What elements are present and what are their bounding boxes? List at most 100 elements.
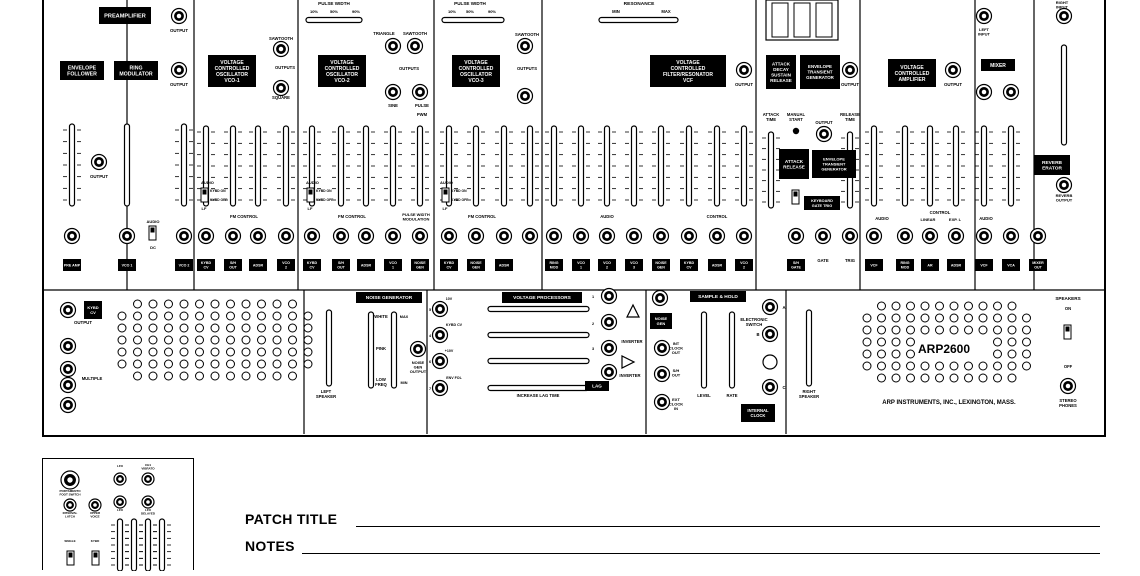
vco2-saw-jack[interactable] — [406, 37, 424, 55]
ring-mod-output-jack-hole[interactable] — [176, 67, 182, 73]
mixer-slider-2[interactable] — [1002, 125, 1020, 207]
vca-output-jack[interactable] — [944, 61, 962, 79]
left-input-jack[interactable] — [975, 7, 993, 25]
lfo-jack-4[interactable] — [141, 495, 155, 509]
vco3-input-jack-2-hole[interactable] — [473, 233, 479, 239]
interval-latch-jack-hole[interactable] — [68, 503, 72, 507]
resonance-slider-track[interactable] — [598, 16, 679, 24]
vco1-slider-4[interactable] — [277, 125, 295, 207]
vca-slider-2[interactable] — [896, 125, 914, 207]
vcf-input-jack-8[interactable] — [735, 227, 753, 245]
right-input-jack[interactable] — [1055, 7, 1073, 25]
vcf-slider-5[interactable] — [652, 125, 670, 207]
multiple-jack-4-hole[interactable] — [65, 402, 71, 408]
vco2-input-jack-3-hole[interactable] — [363, 233, 369, 239]
vco1-input-jack-1[interactable] — [197, 227, 215, 245]
multiple-jack-3-hole[interactable] — [65, 382, 71, 388]
vp-input-jack-2-hole[interactable] — [437, 332, 443, 338]
vcf-input-jack-1-hole[interactable] — [551, 233, 557, 239]
vp-output-jack-3[interactable] — [600, 339, 618, 357]
ring-mod-gain-slider-track[interactable] — [180, 123, 188, 207]
vcf-slider-8-track[interactable] — [740, 125, 748, 207]
kybd-switch-body[interactable] — [91, 550, 100, 566]
vca-input-jack-4-hole[interactable] — [953, 233, 959, 239]
vco3-slider-4-track[interactable] — [526, 125, 534, 207]
lfo-jack-3-hole[interactable] — [118, 500, 122, 504]
pw1-slider-track[interactable] — [305, 16, 363, 24]
vco1-slider-1[interactable] — [197, 125, 215, 207]
gate-jack-hole[interactable] — [820, 233, 826, 239]
vp-output-jack-3-hole[interactable] — [606, 345, 612, 351]
mixer-input-jack-1[interactable] — [975, 227, 993, 245]
vcf-slider-4[interactable] — [625, 125, 643, 207]
vco2-input-jack-5[interactable] — [411, 227, 429, 245]
switch-a-jack[interactable] — [761, 298, 779, 316]
vco1-slider-3[interactable] — [249, 125, 267, 207]
vp-output-jack-2[interactable] — [600, 313, 618, 331]
vco1-input-jack-2-hole[interactable] — [230, 233, 236, 239]
vcf-slider-2-track[interactable] — [577, 125, 585, 207]
noise-color-slider-track[interactable] — [367, 311, 375, 389]
int-clock-out-jack[interactable] — [653, 339, 671, 357]
sh-input-jack[interactable] — [651, 289, 669, 307]
vp-slider-2-track[interactable] — [487, 331, 590, 339]
vcf-output-jack-hole[interactable] — [741, 67, 747, 73]
vco3-input-jack-4[interactable] — [521, 227, 539, 245]
vco2-slider-1[interactable] — [303, 125, 321, 207]
vco2-saw-jack-hole[interactable] — [412, 43, 418, 49]
kb-slider-2-track[interactable] — [130, 518, 138, 572]
vp-slider-2[interactable] — [487, 331, 590, 339]
preamp-output-jack[interactable] — [170, 7, 188, 25]
vca-slider-3[interactable] — [921, 125, 939, 207]
vcf-input-jack-1[interactable] — [545, 227, 563, 245]
vco2-ring-jack[interactable] — [175, 227, 193, 245]
resonance-slider[interactable] — [598, 16, 679, 24]
env-follower-output-jack[interactable] — [90, 153, 108, 171]
patch-title-field[interactable] — [356, 526, 1100, 527]
noise-level-slider[interactable] — [390, 311, 398, 389]
portamento-jack-hole[interactable] — [67, 477, 73, 483]
vp-output-jack-1-hole[interactable] — [606, 293, 612, 299]
vca-slider-4[interactable] — [947, 125, 965, 207]
vcf-output-jack[interactable] — [735, 61, 753, 79]
kb-slider-1-track[interactable] — [116, 518, 124, 572]
mixer-slider-1-track[interactable] — [980, 125, 988, 207]
kbd-gate-switch[interactable] — [791, 189, 800, 205]
vco1-slider-1-track[interactable] — [202, 125, 210, 207]
stereo-phones-jack[interactable] — [1059, 377, 1077, 395]
vco2-kybd-switch-lever[interactable] — [308, 189, 313, 195]
vco1-ring-jack[interactable] — [118, 227, 136, 245]
vcf-input-jack-3[interactable] — [598, 227, 616, 245]
vco1-slider-4-track[interactable] — [282, 125, 290, 207]
vco2-slider-3-track[interactable] — [362, 125, 370, 207]
vco1-input-jack-2[interactable] — [224, 227, 242, 245]
vco3-input-jack-1-hole[interactable] — [446, 233, 452, 239]
vcf-input-jack-7-hole[interactable] — [714, 233, 720, 239]
lfo-jack-4-hole[interactable] — [146, 500, 150, 504]
left-input-jack-hole[interactable] — [981, 13, 987, 19]
env-follower-slider-track[interactable] — [68, 123, 76, 207]
vcf-slider-6-track[interactable] — [685, 125, 693, 207]
vco1-slider-2-track[interactable] — [229, 125, 237, 207]
kbd-gate-switch-lever[interactable] — [793, 191, 798, 197]
vco2-kybd-switch[interactable] — [306, 187, 315, 203]
vca-input-jack-2-hole[interactable] — [902, 233, 908, 239]
vca-input-jack-4[interactable] — [947, 227, 965, 245]
vco1-kybd-switch-lever[interactable] — [202, 189, 207, 195]
reverb-slider[interactable] — [1060, 44, 1068, 146]
vco3-input-jack-1[interactable] — [440, 227, 458, 245]
vco2-slider-4-track[interactable] — [389, 125, 397, 207]
vco1-input-jack-4[interactable] — [277, 227, 295, 245]
lfo-jack-2[interactable] — [141, 472, 155, 486]
vco1-ring-jack-hole[interactable] — [124, 233, 130, 239]
sh-level-slider[interactable] — [700, 311, 708, 389]
mixer-input-jack-2[interactable] — [1002, 227, 1020, 245]
vp-slider-1[interactable] — [487, 305, 590, 313]
reverb-slider-track[interactable] — [1060, 44, 1068, 146]
vcf-input-jack-4[interactable] — [625, 227, 643, 245]
vcf-input-jack-3-hole[interactable] — [604, 233, 610, 239]
vco2-input-jack-2-hole[interactable] — [338, 233, 344, 239]
vco3-input-jack-2[interactable] — [467, 227, 485, 245]
vp-slider-3[interactable] — [487, 357, 590, 365]
vp-input-jack-3-hole[interactable] — [437, 358, 443, 364]
